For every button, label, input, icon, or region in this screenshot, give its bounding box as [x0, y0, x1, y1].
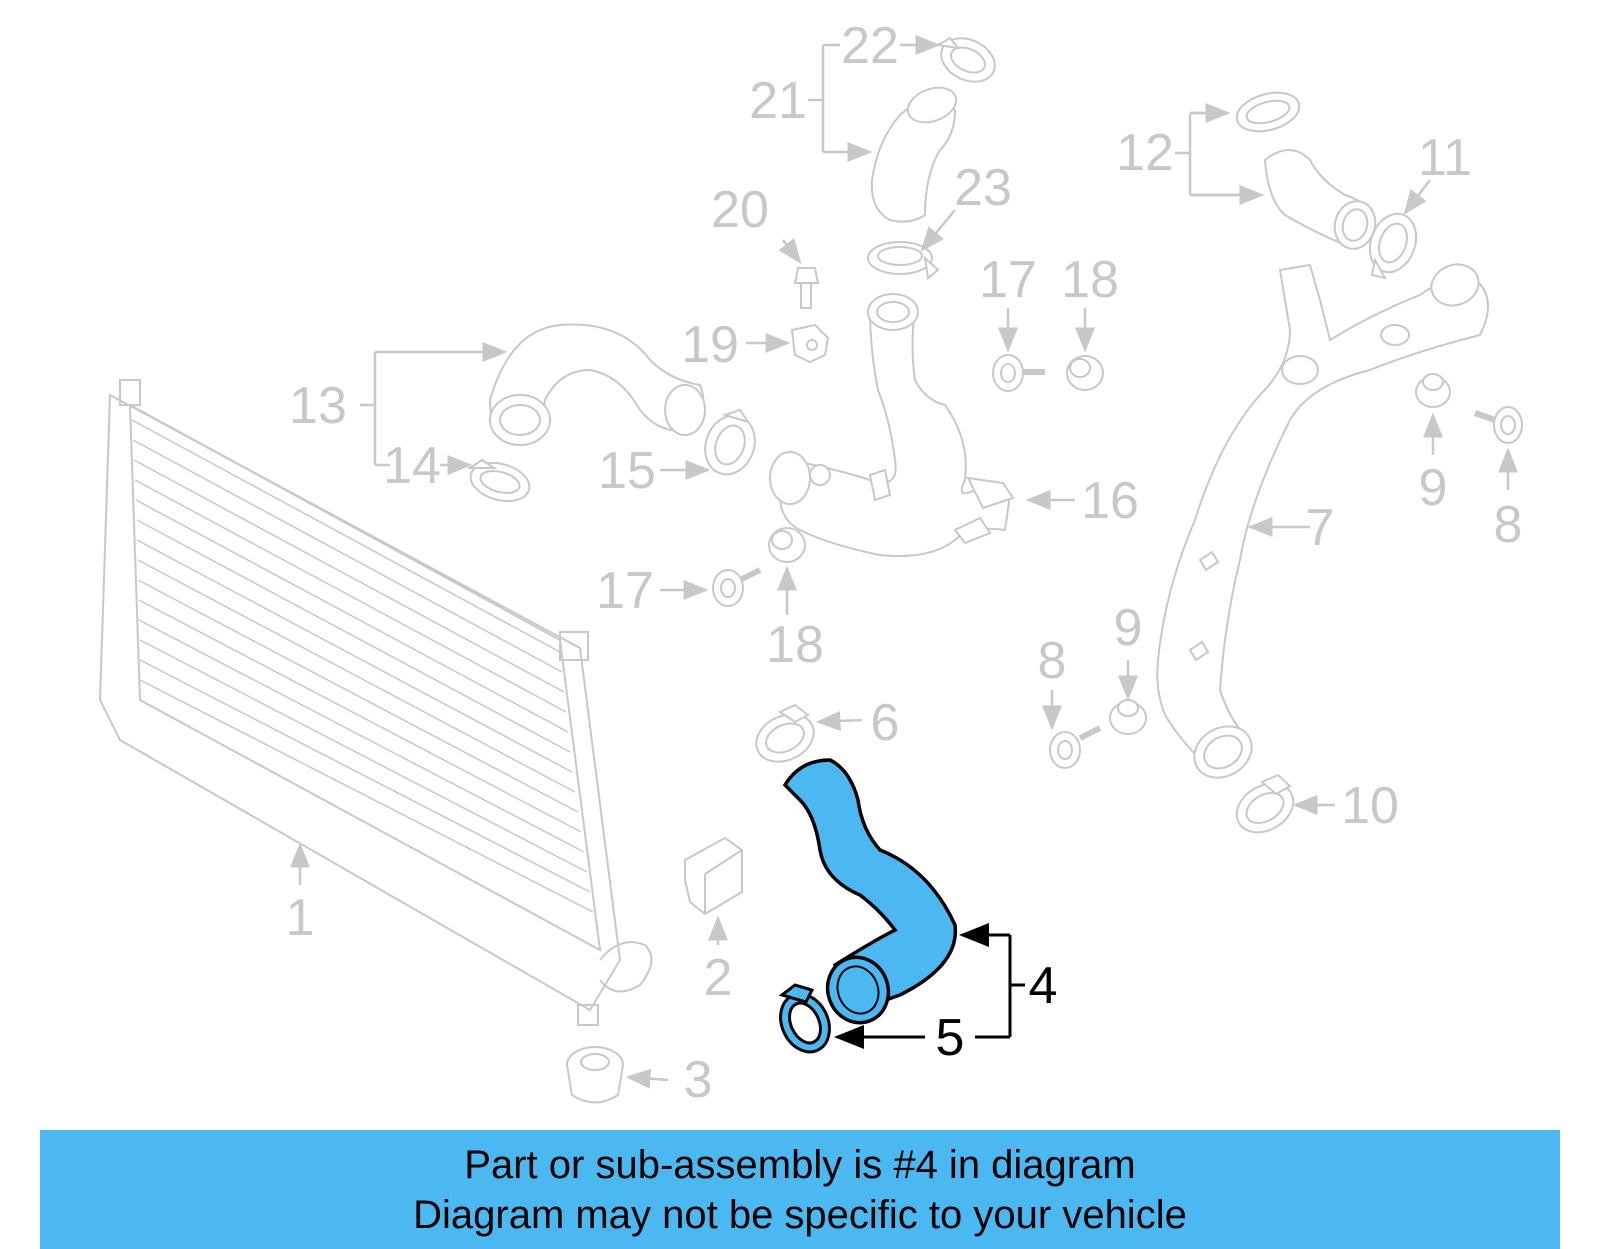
clip-19-part: [790, 323, 830, 364]
callout-18-top: 18: [1061, 251, 1119, 309]
clamp-22-part: [935, 36, 996, 83]
highlight-leader-lines: [834, 923, 1025, 1049]
callout-5: 5: [936, 1009, 965, 1067]
callout-21: 21: [749, 72, 807, 130]
grommet-18-top-part: [1066, 355, 1104, 391]
callout-7: 7: [1306, 499, 1335, 557]
callout-15: 15: [598, 442, 656, 500]
clamp-14-part: [466, 458, 531, 503]
callout-22: 22: [841, 17, 899, 75]
clamp-15-part: [704, 408, 756, 476]
banner-line-1: Part or sub-assembly is #4 in diagram: [464, 1142, 1136, 1187]
callout-9-bottom: 9: [1114, 599, 1143, 657]
info-banner: Part or sub-assembly is #4 in diagram Di…: [40, 1130, 1560, 1249]
bolt-8-bottom-part: [1049, 725, 1102, 769]
clamp-11-part: [1368, 212, 1418, 280]
callout-6: 6: [871, 694, 900, 752]
hose-13-part: [488, 323, 706, 447]
callout-16: 16: [1081, 472, 1139, 530]
hose-21-part: [870, 86, 958, 223]
callout-10: 10: [1341, 777, 1399, 835]
bolt-20-part: [793, 267, 820, 309]
charge-pipe-part: [1156, 263, 1489, 779]
bolt-17-top-part: [992, 354, 1045, 392]
callout-17-bottom: 17: [596, 562, 654, 620]
callout-labels: 1 2 3 4 5 6 7 8 8 9 9 10 11 12 13 14 15 …: [286, 17, 1523, 1109]
hose-clamp-part-highlighted: [778, 983, 831, 1054]
callout-1: 1: [286, 889, 315, 947]
clamp-23-part: [867, 241, 940, 280]
callout-2: 2: [704, 949, 733, 1007]
bolt-8-top-part: [1474, 406, 1523, 444]
callout-20: 20: [711, 181, 769, 239]
callout-18-bottom: 18: [766, 616, 824, 674]
hose-12-part: [1235, 91, 1377, 250]
callout-17-top: 17: [979, 251, 1037, 309]
callout-11: 11: [1418, 129, 1472, 187]
callout-4: 4: [1029, 957, 1058, 1015]
pipe-16-part: [769, 293, 1015, 557]
callout-8-top: 8: [1494, 496, 1523, 554]
bolt-17-bottom-part: [712, 567, 762, 607]
clamp-10-part: [1235, 773, 1295, 834]
callout-19: 19: [681, 316, 739, 374]
callout-8-bottom: 8: [1038, 632, 1067, 690]
grommet-9-bottom-part: [1109, 699, 1147, 735]
callout-23: 23: [954, 159, 1012, 217]
hose-end-inner: [836, 965, 880, 1015]
banner-line-2: Diagram may not be specific to your vehi…: [413, 1192, 1187, 1237]
intake-hose-part-highlighted: [782, 758, 958, 1018]
leader-lines: [290, 35, 1518, 1089]
clamp-6-part: [755, 703, 815, 763]
callout-14: 14: [383, 437, 441, 495]
intercooler-part: [98, 379, 653, 1026]
grommet-part: [566, 1046, 624, 1104]
bracket-part: [684, 836, 743, 916]
grommet-18-bottom-part: [768, 527, 806, 563]
callout-12: 12: [1116, 124, 1174, 182]
callout-9-top: 9: [1419, 459, 1448, 517]
callout-13: 13: [289, 377, 347, 435]
grommet-9-top-part: [1415, 373, 1451, 408]
callout-3: 3: [684, 1051, 713, 1109]
